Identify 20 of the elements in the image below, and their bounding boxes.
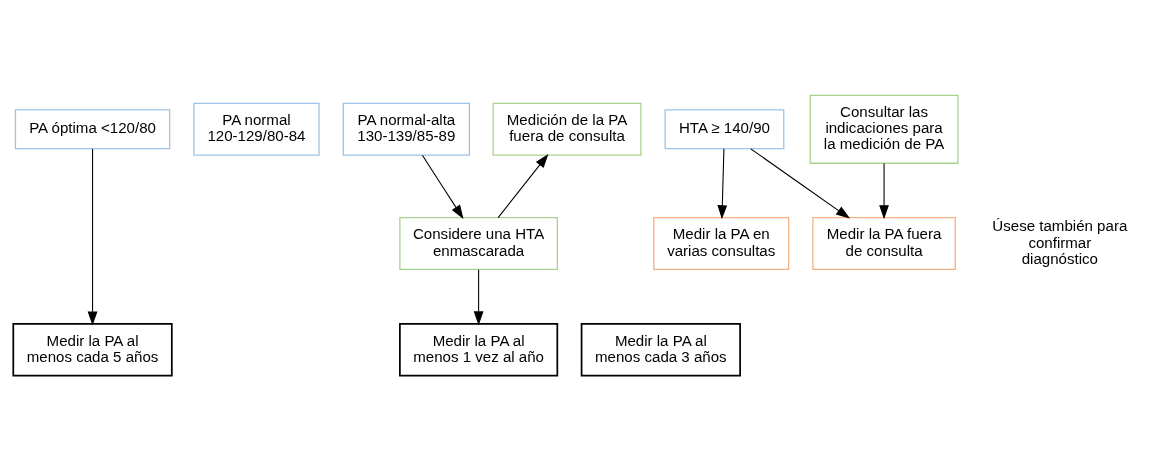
node-box: Consultar las indicaciones para la medición de PA xyxy=(809,94,959,164)
node-box: PA normal 120-129/80-84 xyxy=(193,102,320,156)
node-box: Medir la PA al menos cada 5 años xyxy=(12,322,173,377)
node-box: Medir la PA al menos 1 vez al año xyxy=(399,322,559,377)
arrow xyxy=(879,162,889,219)
node-box: Medir la PA fuera de consulta xyxy=(812,216,956,270)
node-box: Medir la PA al menos cada 3 años xyxy=(580,322,741,377)
node-box: Considere una HTA enmascarada xyxy=(399,216,558,270)
arrow xyxy=(750,147,851,219)
arrow xyxy=(497,153,549,218)
arrow xyxy=(421,154,464,219)
node-box: Medición de la PA fuera de consulta xyxy=(492,102,642,156)
label: Úsese también para confirmar diagnóstico xyxy=(992,216,1128,267)
node-box: HTA ≥ 140/90 xyxy=(664,108,785,149)
node-box: PA óptima <120/80 xyxy=(14,108,171,149)
arrow xyxy=(87,147,98,326)
arrow xyxy=(717,147,728,219)
node-box: Medir la PA en varias consultas xyxy=(653,216,790,270)
arrow xyxy=(473,268,484,325)
node-box: PA normal-alta 130-139/85-89 xyxy=(342,102,471,156)
